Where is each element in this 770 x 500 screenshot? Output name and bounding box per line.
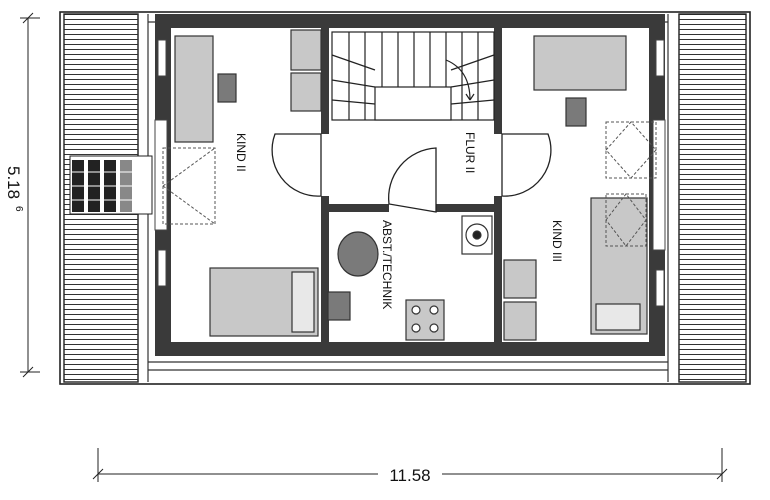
door-swings [271,133,552,213]
kind3-dashed-cabinets [605,121,657,247]
room-label-kind2: KIND II [234,133,248,172]
room-label-flur2: FLUR II [463,132,477,173]
staircase [331,31,495,121]
dimension-height [20,12,40,378]
dimension-height-superscript: 6 [13,206,24,212]
kind3-furniture [503,35,648,341]
outer-slab [59,11,751,385]
room-label-kind3: KIND III [550,220,564,262]
chimney [69,155,153,215]
kind2-furniture [174,29,351,337]
dimension-width-label: 11.58 [389,466,430,485]
interior-walls [321,28,502,342]
abst-equipment [337,215,493,341]
roof-slope-right [678,13,747,383]
dimension-height-label: 5.18 [4,166,23,199]
room-label-abst: ABST./TECHNIK [380,220,394,309]
kind2-shower-dashed [162,147,216,225]
